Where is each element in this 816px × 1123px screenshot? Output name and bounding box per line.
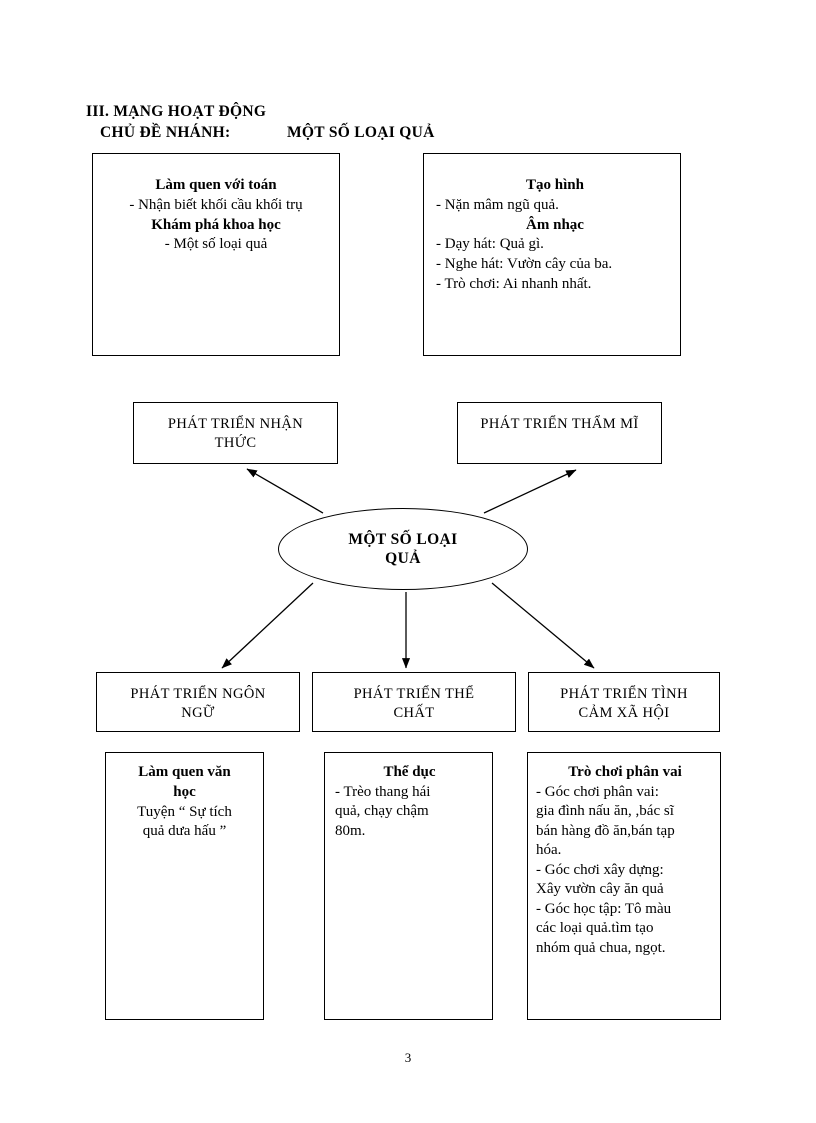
center-topic-ellipse: MỘT SỐ LOẠI QUẢ (278, 508, 528, 590)
activity-troichoi-title-1: Trò chơi phân vai (568, 764, 682, 780)
arrow-to-tham-mi (483, 469, 577, 514)
activity-theduc-item-3: 80m. (335, 822, 366, 839)
domain-box-the-chat: PHÁT TRIỂN THỂ CHẤT (312, 672, 516, 732)
domain-box-tham-mi: PHÁT TRIỂN THẨM MĨ (457, 402, 662, 464)
activity-troichoi-item-5: - Góc chơi xây dựng: (536, 861, 664, 878)
page-title: III. MẠNG HOẠT ĐỘNG (86, 103, 267, 120)
activity-vanhoc-title-2: học (173, 783, 196, 800)
arrow-to-ngon-ngu (221, 582, 314, 669)
activity-art-item-3: - Nghe hát: Vườn cây của ba. (436, 256, 613, 273)
activity-math-title-1: Làm quen với toán (155, 177, 277, 193)
activity-vanhoc-item-2: quả dưa hấu ” (142, 823, 227, 840)
activity-troichoi-item-3: bán hàng đồ ăn,bán tạp (536, 822, 675, 839)
activity-art-title-1: Tạo hình (526, 177, 584, 193)
activity-vanhoc-item-1: Tuyện “ Sự tích (137, 803, 232, 820)
domain-nhan-thuc-line-2: THỨC (214, 434, 257, 451)
activity-troichoi-item-1: - Góc chơi phân vai: (536, 783, 659, 800)
activity-box-math: Làm quen với toán - Nhận biết khối cầu k… (92, 153, 340, 356)
activity-art-item-2: - Dạy hát: Quả gì. (436, 236, 544, 253)
domain-box-ngon-ngu: PHÁT TRIỂN NGÔN NGỮ (96, 672, 300, 732)
domain-the-chat-line-1: PHÁT TRIỂN THỂ (353, 686, 475, 702)
arrow-to-tinh-cam (491, 582, 595, 669)
center-topic-line-1: MỘT SỐ LOẠI (348, 530, 458, 548)
activity-troichoi-item-4: hóa. (536, 842, 562, 859)
activity-box-physical-education: Thể dục - Trèo thang hái quả, chạy chậm … (324, 752, 493, 1020)
subtopic-value: MỘT SỐ LOẠI QUẢ (287, 124, 435, 141)
activity-box-role-play: Trò chơi phân vai - Góc chơi phân vai: g… (527, 752, 721, 1020)
domain-box-nhan-thuc: PHÁT TRIỂN NHẬN THỨC (133, 402, 338, 464)
activity-troichoi-item-2: gia đình nấu ăn, ,bác sĩ (536, 803, 674, 820)
activity-theduc-title-1: Thể dục (383, 764, 436, 780)
activity-theduc-item-2: quả, chạy chậm (335, 803, 429, 820)
activity-math-title-2: Khám phá khoa học (151, 216, 281, 233)
activity-box-art-music: Tạo hình - Nặn mâm ngũ quả. Âm nhạc - Dạ… (423, 153, 681, 356)
activity-art-item-1: - Nặn mâm ngũ quả. (436, 196, 559, 213)
activity-math-item-1: - Nhận biết khối cầu khối trụ (129, 196, 303, 213)
activity-art-item-4: - Trò chơi: Ai nhanh nhất. (436, 275, 592, 292)
activity-troichoi-item-6: Xây vườn cây ăn quả (536, 881, 664, 898)
activity-theduc-item-1: - Trèo thang hái (335, 783, 431, 800)
domain-tham-mi-line-1: PHÁT TRIỂN THẨM MĨ (480, 416, 639, 432)
subtopic-label: CHỦ ĐỀ NHÁNH: (100, 124, 231, 141)
activity-troichoi-item-9: nhóm quả chua, ngọt. (536, 939, 666, 956)
domain-tinh-cam-line-2: CẢM XÃ HỘI (578, 704, 670, 721)
activity-art-title-2: Âm nhạc (526, 216, 584, 233)
domain-box-tinh-cam: PHÁT TRIỂN TÌNH CẢM XÃ HỘI (528, 672, 720, 732)
page-number: 3 (404, 1050, 412, 1065)
domain-the-chat-line-2: CHẤT (393, 704, 435, 721)
activity-troichoi-item-7: - Góc học tập: Tô màu (536, 900, 672, 917)
arrow-to-nhan-thuc (246, 468, 324, 514)
center-topic-line-2: QUẢ (385, 550, 421, 567)
domain-tinh-cam-line-1: PHÁT TRIỂN TÌNH (560, 686, 688, 702)
activity-troichoi-item-8: các loại quả.tìm tạo (536, 920, 654, 937)
activity-math-item-2: - Một số loại quả (164, 236, 268, 253)
domain-ngon-ngu-line-2: NGỮ (181, 704, 215, 721)
activity-vanhoc-title-1: Làm quen văn (138, 764, 231, 780)
domain-nhan-thuc-line-1: PHÁT TRIỂN NHẬN (167, 416, 304, 432)
activity-box-literature: Làm quen văn học Tuyện “ Sự tích quả dưa… (105, 752, 264, 1020)
domain-ngon-ngu-line-1: PHÁT TRIỂN NGÔN (130, 686, 266, 702)
